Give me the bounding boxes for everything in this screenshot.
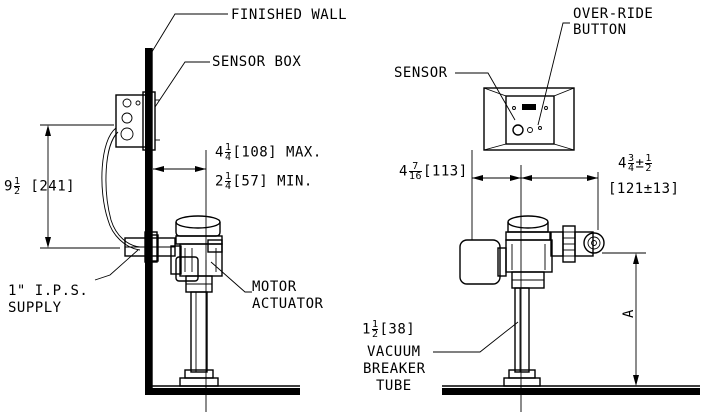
sensor-box: [115, 91, 160, 151]
offset-frac-den: 16: [408, 171, 422, 182]
height-whole: 9: [4, 178, 13, 195]
max-frac-den: 4: [224, 152, 232, 163]
max-whole: 4: [215, 144, 224, 161]
label-motor-2: ACTUATOR: [252, 296, 324, 312]
right-tol-num: 1: [645, 153, 652, 164]
label-tube-3: BREAKER: [363, 361, 426, 377]
offset-whole: 4: [399, 163, 408, 180]
dim-a: [602, 252, 646, 386]
dim-offset-right: [471, 150, 599, 412]
min-frac-den: 4: [224, 181, 232, 192]
label-tube-4: TUBE: [376, 379, 412, 392]
leader-sensor-box: [154, 61, 210, 108]
tube-frac-num: 1: [371, 319, 379, 330]
min-metric: [57] MIN.: [232, 173, 313, 190]
right-tol-den: 2: [645, 163, 652, 174]
dim-height: [40, 124, 120, 249]
label-right-metric: [121±13]: [608, 181, 680, 197]
right-tol: ±: [635, 155, 645, 172]
label-override-1: OVER-RIDE: [573, 6, 654, 22]
tube-whole: 1: [362, 321, 371, 338]
leader-finished-wall: [149, 13, 228, 56]
label-finished-wall: FINISHED WALL: [231, 7, 348, 23]
min-frac-num: 1: [224, 171, 232, 182]
label-supply-2: SUPPLY: [8, 300, 62, 316]
leader-override: [537, 22, 570, 126]
sensor-front: [483, 87, 575, 151]
height-frac-den: 2: [13, 186, 21, 197]
finished-wall: [145, 48, 300, 395]
label-dim-a: A: [620, 309, 637, 318]
label-override-2: BUTTON: [573, 22, 627, 38]
label-sensor-box: SENSOR BOX: [212, 54, 302, 70]
offset-frac-num: 7: [408, 162, 422, 172]
label-motor-1: MOTOR: [252, 279, 297, 295]
leader-sensor: [455, 72, 516, 121]
leader-tube: [433, 321, 519, 353]
right-whole: 4: [618, 155, 627, 172]
height-metric: [241]: [30, 178, 76, 195]
label-sensor: SENSOR: [394, 65, 448, 81]
label-tube-2: VACUUM: [367, 344, 421, 360]
flush-valve-right: [459, 215, 605, 387]
right-frac-den: 4: [627, 163, 635, 174]
sensor-cable-inner: [105, 131, 141, 248]
min-whole: 2: [215, 173, 224, 190]
dim-offset-left: [153, 150, 207, 412]
floor-right: [442, 385, 700, 395]
offset-metric: [113]: [422, 163, 468, 180]
max-metric: [108] MAX.: [232, 144, 322, 161]
max-frac-num: 1: [224, 142, 232, 153]
leader-motor: [210, 261, 252, 293]
flush-valve-left: [124, 215, 223, 387]
leader-supply: [94, 249, 139, 281]
height-frac-num: 1: [13, 176, 21, 187]
right-frac-num: 3: [627, 153, 635, 164]
tube-metric: [38]: [379, 321, 416, 338]
label-supply-1: 1" I.P.S.: [8, 283, 89, 299]
tube-frac-den: 2: [371, 329, 379, 340]
